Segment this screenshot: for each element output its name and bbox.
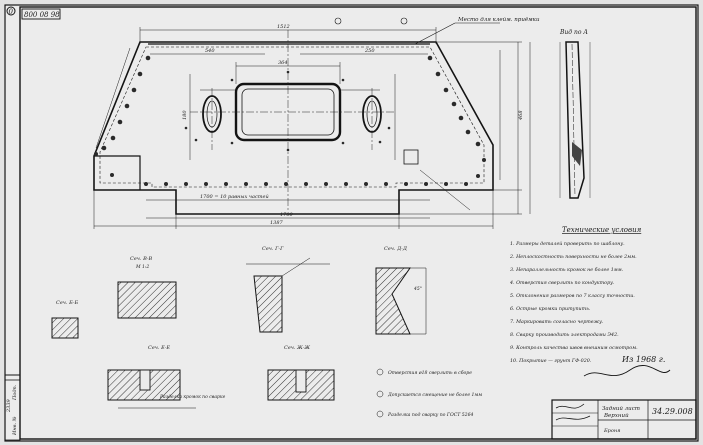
- material: Броня: [603, 428, 621, 434]
- left-margin: Инв. № 2339 Подп.: [4, 379, 21, 441]
- bolt-holes: [94, 55, 486, 186]
- section-label-5: Сеч. Е-Е: [148, 345, 170, 351]
- section-left: Сеч. Б-Б: [51, 300, 79, 339]
- tech-line: 5. Отклонения размеров по 7 классу точно…: [510, 293, 635, 299]
- angle-label: 45°: [413, 286, 422, 292]
- tech-title: Технические условия: [562, 226, 642, 234]
- section-label-3: Сеч. Г-Г: [262, 246, 284, 252]
- dim-hole-pitch: 1700 = 10 равных частей: [200, 194, 269, 200]
- tech-line: 8. Сварку производить электродами Э42.: [510, 332, 619, 338]
- section-label-6: Сеч. Ж-Ж: [284, 345, 310, 351]
- tech-line: 7. Маркировать согласно чертежу.: [510, 319, 604, 325]
- dim-height: 468: [518, 110, 524, 121]
- side-view: [559, 41, 591, 199]
- drawing-frame: [19, 6, 697, 440]
- doc-number: 34.29.008: [652, 407, 693, 416]
- top-note: Место для клейм. приёмки: [457, 16, 540, 23]
- tech-line: 2. Неплоскостность поверхности не более …: [509, 253, 637, 260]
- section-scale-2: М 1:2: [135, 264, 149, 270]
- side-view-label: Вид по А: [559, 29, 588, 36]
- section-label-4: Сеч. Д-Д: [384, 246, 408, 252]
- section-label-1: Сеч. Б-Б: [56, 300, 78, 306]
- bottom-notes: Отверстия ø18 сверлить в сборе Допускает…: [376, 368, 482, 418]
- section-label-2: Сеч. В-В: [130, 256, 152, 262]
- stamp-number: 800 08 98: [24, 11, 60, 19]
- part-subname: Верхний: [603, 413, 629, 419]
- bottom-note: Разделка под сварку по ГОСТ 5264: [387, 412, 474, 418]
- title-block: 34.29.008 Задний лист Верхний Броня: [551, 399, 697, 440]
- dim-left-part: 540: [205, 48, 215, 54]
- tech-line: 9. Контроль качества швов внешним осмотр…: [510, 345, 638, 351]
- section-c: Сеч. Г-Г: [246, 246, 330, 333]
- section-b: Сеч. В-В М 1:2: [117, 256, 177, 319]
- technical-conditions: Технические условия 1. Размеры деталей п…: [509, 226, 642, 364]
- weld-note: Разделка кромок по сварке: [159, 394, 226, 400]
- dim-inner-length: 1387: [270, 220, 284, 226]
- section-f: Сеч. Ж-Ж: [267, 345, 335, 401]
- margin-label-1: Инв. №: [12, 416, 18, 436]
- dim-overall-top: 1512: [277, 24, 290, 30]
- dim-bottom: 1700: [280, 212, 294, 218]
- corner-mark: 0: [9, 8, 14, 16]
- signature-date: Из 1968 г.: [621, 355, 665, 364]
- dim-right-part: 250: [364, 48, 375, 54]
- section-e: Сеч. Е-Е Разделка кромок по сварке: [107, 345, 226, 409]
- tech-line: 4. Отверстия сверлить по кондуктору.: [509, 280, 615, 286]
- part-name: Задний лист: [602, 406, 640, 412]
- section-d: Сеч. Д-Д 45°: [375, 246, 427, 335]
- tech-line: 3. Непараллельность кромок не более 1мм.: [510, 266, 624, 273]
- dim-window-width: 364: [278, 60, 288, 66]
- bottom-note: Отверстия ø18 сверлить в сборе: [388, 369, 472, 376]
- bottom-note: Допускается смещение не более 1мм: [387, 391, 482, 398]
- margin-label-2: Подп.: [12, 384, 18, 401]
- margin-number: 2339: [6, 398, 12, 413]
- tech-line: 1. Размеры деталей проверить по шаблону.: [510, 240, 625, 247]
- tech-line: 6. Острые кромки притупить.: [510, 306, 591, 312]
- tech-line: 10. Покрытие — грунт ГФ-020.: [510, 358, 592, 364]
- dim-window-height: 180: [182, 110, 188, 120]
